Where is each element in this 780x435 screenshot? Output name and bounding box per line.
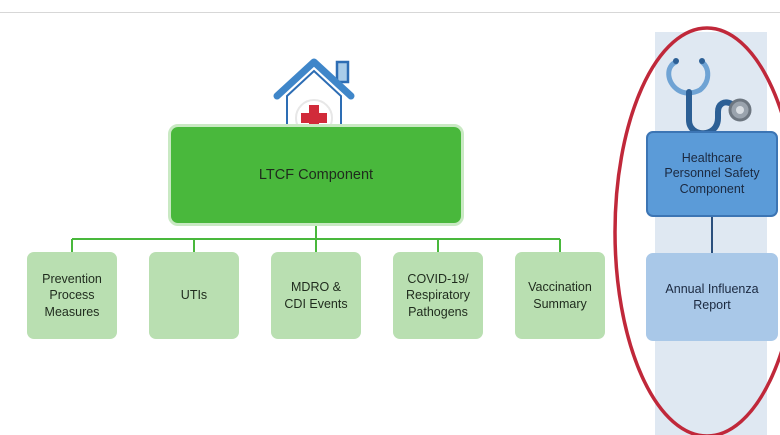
hps-component-label: Healthcare Personnel Safety Component xyxy=(664,150,760,196)
sub-component-label: MDRO & CDI Events xyxy=(284,280,348,311)
sub-component-box-vaccination[interactable]: Vaccination Summary xyxy=(515,252,605,339)
sub-component-label: UTIs xyxy=(180,288,208,303)
sub-component-box-mdro[interactable]: MDRO & CDI Events xyxy=(271,252,361,339)
sub-component-label: COVID-19/ Respiratory Pathogens xyxy=(406,271,470,319)
influenza-report-box[interactable]: Annual Influenza Report xyxy=(646,253,778,341)
sub-component-box-utis[interactable]: UTIs xyxy=(149,252,239,339)
sub-component-box-prevention[interactable]: Prevention Process Measures xyxy=(27,252,117,339)
sub-component-box-covid[interactable]: COVID-19/ Respiratory Pathogens xyxy=(393,252,483,339)
sub-component-label: Prevention Process Measures xyxy=(42,271,102,319)
sub-component-label: Vaccination Summary xyxy=(528,280,592,311)
ltcf-component-label: LTCF Component xyxy=(258,167,374,183)
hps-component-box[interactable]: Healthcare Personnel Safety Component xyxy=(646,131,778,217)
ltcf-component-box[interactable]: LTCF Component xyxy=(168,124,464,226)
top-divider xyxy=(0,12,780,13)
influenza-report-label: Annual Influenza Report xyxy=(665,281,759,312)
